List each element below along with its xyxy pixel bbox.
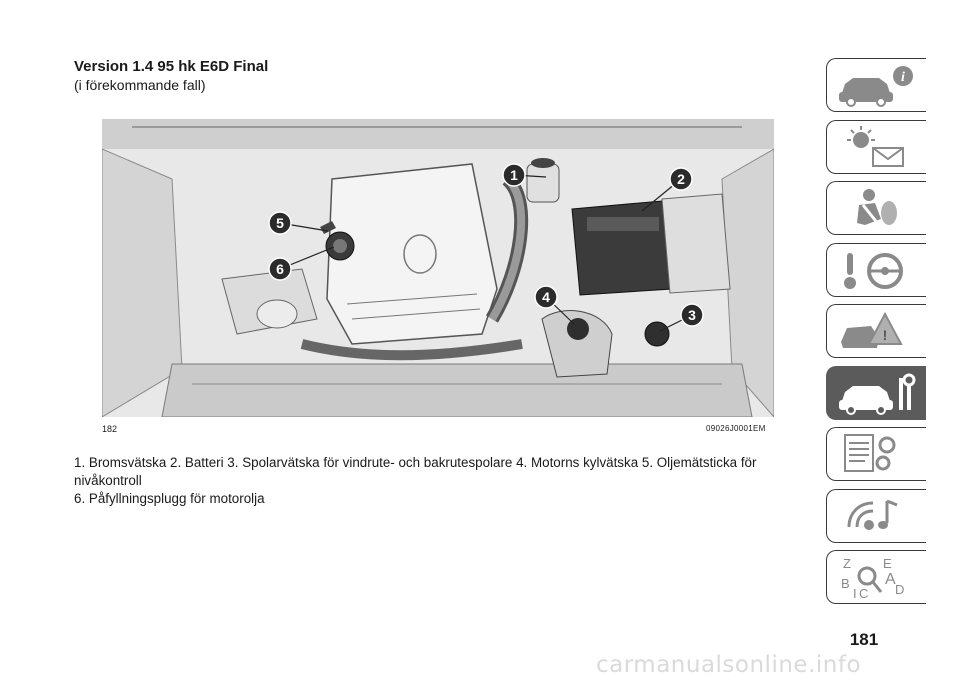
figure-caption: 1. Bromsvätska 2. Batteri 3. Spolarvätsk… [74, 454, 822, 508]
tab-starting-driving[interactable] [826, 242, 926, 297]
section-heading: Version 1.4 95 hk E6D Final (i förekomma… [74, 58, 268, 94]
engine-bay-figure: 1 2 3 4 5 6 [102, 119, 774, 417]
callout-1: 1 [502, 163, 526, 187]
svg-text:D: D [895, 582, 904, 597]
svg-text:E: E [883, 556, 892, 571]
callout-4: 4 [534, 285, 558, 309]
tab-safety[interactable] [826, 181, 926, 235]
safety-seat-icon [857, 189, 897, 226]
caption-line-1: 1. Bromsvätska 2. Batteri 3. Spolarvätsk… [74, 455, 757, 488]
svg-text:I: I [853, 586, 857, 600]
multimedia-icon [847, 499, 898, 530]
svg-text:6: 6 [276, 261, 284, 277]
tab-technical-data[interactable] [826, 427, 926, 481]
figure-number: 182 [102, 424, 118, 434]
svg-text:C: C [859, 586, 868, 600]
technical-data-icon [844, 434, 896, 472]
svg-text:2: 2 [677, 171, 685, 187]
page-number: 181 [849, 630, 879, 649]
starting-driving-icon [844, 252, 903, 289]
figure-code: 09026J0001EM [706, 424, 766, 433]
svg-text:1: 1 [510, 167, 518, 183]
watermark: carmanualsonline.info [596, 652, 862, 678]
chapter-tabs: i [826, 58, 928, 612]
callout-2: 2 [669, 167, 693, 191]
svg-text:i: i [901, 70, 905, 85]
svg-text:4: 4 [542, 289, 550, 305]
caption-line-2: 6. Påfyllningsplugg för motorolja [74, 491, 265, 506]
tab-maintenance[interactable] [826, 365, 926, 420]
tab-dashboard-lights[interactable] [826, 119, 926, 174]
svg-text:A: A [885, 571, 896, 588]
svg-text:3: 3 [688, 307, 696, 323]
callout-3: 3 [680, 303, 704, 327]
tab-car-info[interactable]: i [826, 58, 926, 112]
svg-text:!: ! [883, 327, 888, 343]
car-info-icon: i [839, 66, 913, 107]
svg-text:5: 5 [276, 215, 284, 231]
callout-5: 5 [268, 211, 292, 235]
callout-6: 6 [268, 257, 292, 281]
emergency-icon: ! [841, 311, 903, 348]
tab-emergency[interactable]: ! [826, 304, 926, 358]
svg-text:B: B [841, 576, 850, 591]
svg-text:Z: Z [843, 556, 851, 571]
dashboard-lights-icon [847, 125, 904, 167]
tab-multimedia[interactable] [826, 488, 926, 543]
section-title: Version 1.4 95 hk E6D Final [74, 58, 269, 75]
section-subtitle: (i förekommande fall) [74, 77, 206, 93]
maintenance-icon [839, 373, 916, 415]
